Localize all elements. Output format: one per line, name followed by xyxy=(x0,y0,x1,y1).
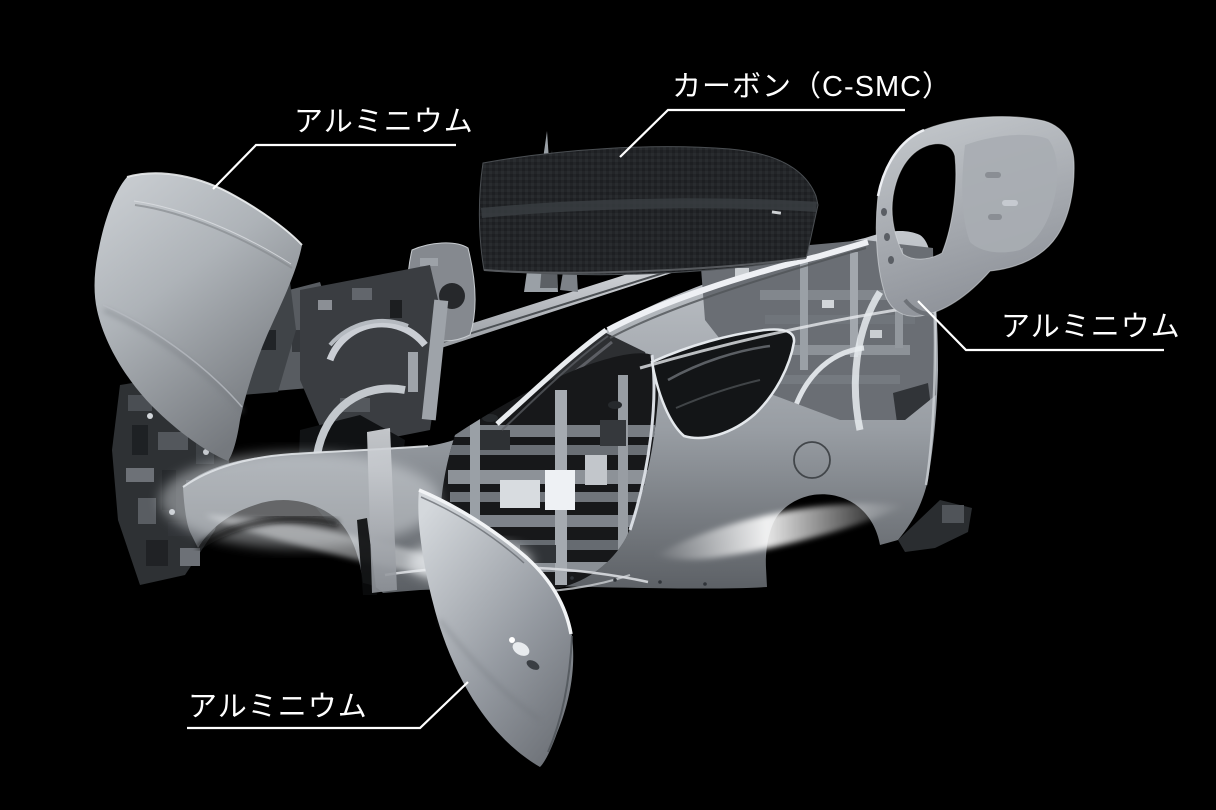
interior-floor-structure xyxy=(445,375,655,590)
c-pillar-arch xyxy=(851,290,883,431)
callout-roof-label: カーボン（C-SMC） xyxy=(672,71,953,103)
hatch-inner-panel xyxy=(962,134,1058,253)
leader-hood xyxy=(212,143,456,190)
callout-hood-label: アルミニウム xyxy=(294,106,474,138)
door-sill-highlight xyxy=(418,488,573,635)
front-door-panel xyxy=(418,488,574,767)
leader-lines xyxy=(187,108,1164,730)
door-handle-recess xyxy=(512,642,530,656)
roof-rail xyxy=(606,239,869,333)
leader-door xyxy=(187,681,469,730)
hood-panel xyxy=(94,172,303,462)
callout-door-label: アルミニウム xyxy=(188,691,368,723)
roof-panel-carbon xyxy=(478,146,819,276)
hinge-pillar xyxy=(367,428,397,593)
quarter-window-opening xyxy=(650,328,796,440)
a-pillar xyxy=(495,327,608,426)
engine-bay-structure xyxy=(300,265,445,450)
fuel-filler-circle xyxy=(793,441,831,479)
leader-hatch xyxy=(917,300,1164,352)
front-wheel-housing xyxy=(313,384,406,456)
callout-hatch-label: アルミニウム xyxy=(1001,311,1181,343)
leader-roof xyxy=(619,108,905,158)
quarter-panel-highlight xyxy=(655,503,905,560)
rear-hatch-frame xyxy=(875,116,1075,317)
shoulder-line xyxy=(639,303,931,370)
